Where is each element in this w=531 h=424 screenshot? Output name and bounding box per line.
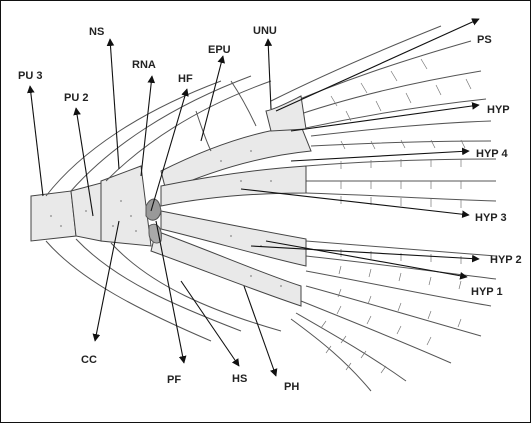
label-pu2: PU 2 [64,92,88,104]
hypural-plates [31,96,311,306]
label-ps: PS [477,34,492,46]
arrow-epu [201,56,223,141]
arrow-hyp [291,105,479,131]
label-unu: UNU [253,25,277,37]
label-hyp4: HYP 4 [476,148,508,160]
label-hyp: HYP [487,104,510,116]
label-hyp3: HYP 3 [475,212,507,224]
label-cc: CC [81,354,97,366]
label-ns: NS [89,26,104,38]
arrow-hs [181,281,239,366]
label-epu: EPU [208,44,231,56]
arrow-unu [268,39,271,109]
label-hf: HF [178,73,193,85]
arrow-ph [244,286,276,376]
label-pu3: PU 3 [18,70,42,82]
label-hs: HS [232,373,247,385]
label-pf: PF [167,374,181,386]
arrow-ns [110,39,119,169]
arrow-ps [276,19,479,111]
label-hyp1: HYP 1 [471,286,503,298]
fin-rays [271,26,496,391]
label-rna: RNA [132,59,156,71]
label-ph: PH [284,381,299,393]
label-hyp2: HYP 2 [490,254,522,266]
arrow-hyp3 [241,189,469,215]
arrow-pu3 [30,86,43,196]
arrow-rna [141,76,152,176]
